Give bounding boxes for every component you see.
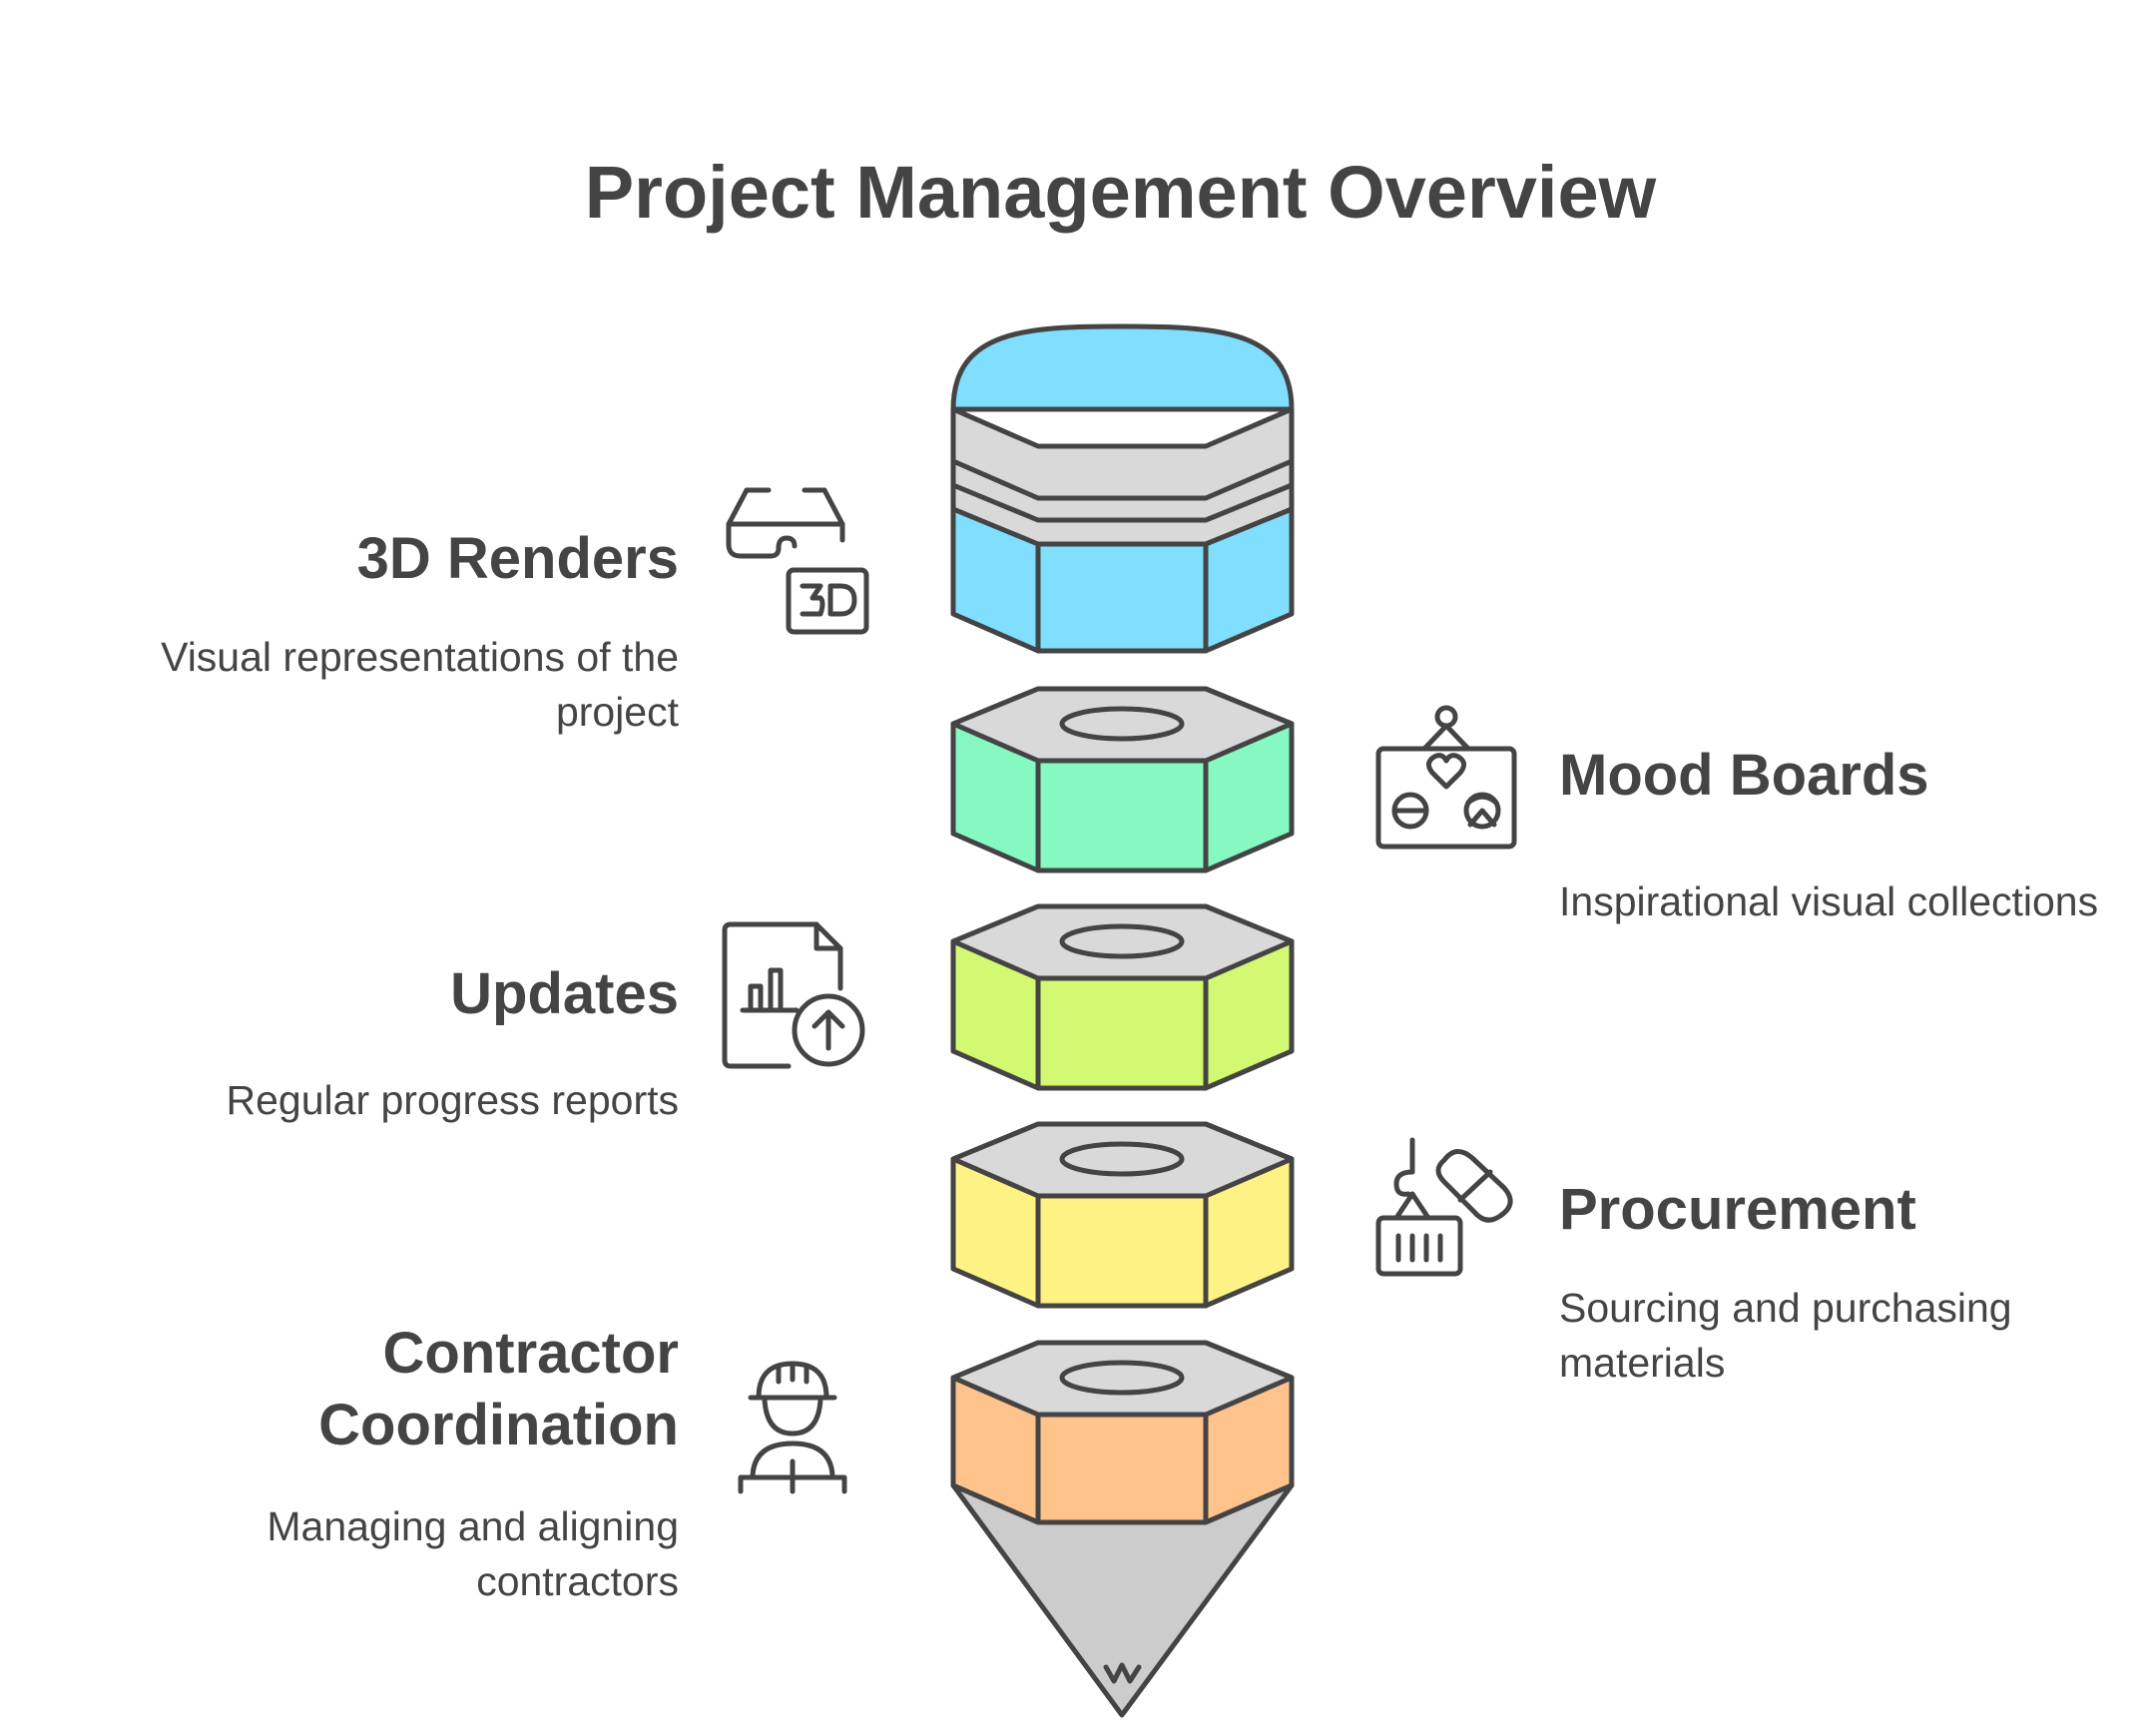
pencil-segment-procurement [950,1121,1295,1309]
crane-materials-icon [1375,1137,1513,1277]
pencil-segment-updates [950,903,1295,1091]
item-desc-contractor: Managing and aligning contractors [267,1503,679,1604]
contractor-icon [738,1361,847,1494]
item-label-contractor: Contractor Coordination [318,1321,679,1457]
mood-board-icon [1375,705,1517,850]
item-desc-procurement: Sourcing and purchasing materials [1559,1285,2012,1386]
vr-headset-3d-icon [726,487,869,635]
pencil-segment-contractor [950,1340,1295,1525]
pencil-eraser-segment [950,323,1295,654]
item-label-3d-renders: 3D Renders [356,526,679,591]
item-desc-3d-renders: Visual representations of the project [161,634,679,735]
pencil-segment-mood-boards [950,686,1295,873]
item-desc-mood-boards: Inspirational visual collections [1559,878,2099,924]
item-label-procurement: Procurement [1559,1177,1916,1242]
item-label-updates: Updates [450,961,679,1026]
report-upload-icon [722,921,865,1069]
item-desc-updates: Regular progress reports [226,1077,679,1123]
item-label-mood-boards: Mood Boards [1559,743,1929,808]
pencil-tip [950,1482,1295,1718]
diagram-title: Project Management Overview [584,151,1657,234]
